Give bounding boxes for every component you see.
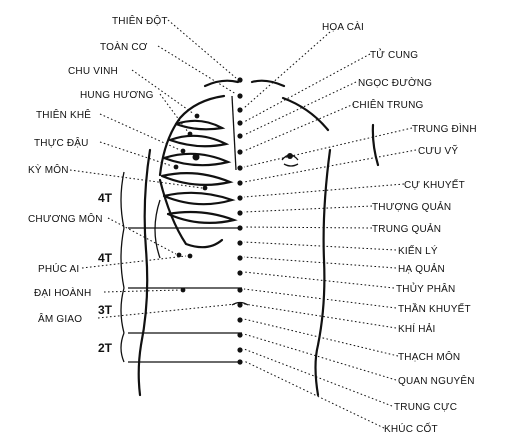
measure-4t-upper: 4T: [98, 191, 113, 205]
point-dai-hoanh: [180, 287, 186, 293]
point-cuu-vy: [237, 180, 243, 186]
point-quan-nguyen: [237, 332, 243, 338]
point-thuc-dau: [173, 164, 179, 170]
label-am-giao: ÂM GIAO: [38, 312, 82, 325]
point-thach-mon: [237, 317, 243, 323]
point-hung-huong: [187, 131, 193, 137]
point-hoa-cai: [237, 107, 243, 113]
measure-marks: 4T 4T 3T 2T: [98, 191, 113, 355]
torso-outline: [137, 79, 380, 397]
point-chu-vinh: [194, 113, 200, 119]
label-chuong-mon: CHƯƠNG MÔN: [28, 212, 103, 225]
label-toan-co: TOÀN CƠ: [100, 40, 148, 53]
measure-2t: 2T: [98, 341, 113, 355]
point-chuong-mon: [176, 252, 182, 258]
label-hung-huong: HUNG HƯƠNG: [80, 90, 154, 101]
point-thuy-phan: [237, 270, 243, 276]
label-ha-quan: HẠ QUẢN: [398, 262, 445, 275]
point-ky-mon: [202, 185, 208, 191]
label-hoa-cai: HỌA CÀI: [322, 20, 364, 33]
label-tu-cung: TỬ CUNG: [370, 48, 418, 61]
label-thach-mon: THẠCH MÔN: [398, 350, 460, 363]
point-trung-quan: [237, 225, 243, 231]
point-ngoc-duong: [237, 133, 243, 139]
point-phuc-ai: [187, 253, 193, 259]
left-label-group: THIÊN ĐỘT TOÀN CƠ CHU VINH HUNG HƯƠNG TH…: [28, 14, 168, 325]
rib-cage: [154, 94, 299, 259]
label-trung-cuc: TRUNG CỰC: [394, 402, 457, 413]
label-thuc-dau: THỰC ĐẬU: [34, 136, 89, 149]
label-ngoc-duong: NGỌC ĐƯỜNG: [358, 76, 432, 89]
point-thien-dot: [237, 77, 243, 83]
label-quan-nguyen: QUAN NGUYÊN: [398, 374, 475, 387]
point-than-khuyet: [237, 287, 243, 293]
label-ky-mon: KỲ MÔN: [28, 163, 69, 176]
measure-lines: [120, 171, 242, 363]
point-cu-khuyet: [237, 195, 243, 201]
point-tu-cung: [237, 120, 243, 126]
point-khi-hai: [237, 302, 243, 308]
point-toan-co: [237, 93, 243, 99]
measure-4t-lower: 4T: [98, 251, 113, 265]
point-thien-khe: [180, 148, 186, 154]
label-thien-khe: THIÊN KHÊ: [36, 108, 91, 121]
label-thien-dot: THIÊN ĐỘT: [112, 14, 168, 27]
left-leaders: [69, 19, 237, 319]
label-than-khuyet: THẦN KHUYẾT: [398, 302, 471, 315]
point-trung-cuc: [237, 347, 243, 353]
point-thuong-quan: [237, 210, 243, 216]
label-chien-trung: CHIÊN TRUNG: [352, 98, 423, 111]
label-cuu-vy: CƯU VỸ: [418, 144, 458, 157]
point-trung-dinh: [237, 165, 243, 171]
measure-3t: 3T: [98, 303, 113, 317]
point-ha-quan: [237, 255, 243, 261]
label-trung-dinh: TRUNG ĐÌNH: [412, 122, 477, 135]
label-trung-quan: TRUNG QUẢN: [372, 222, 441, 235]
point-khuc-cot: [237, 359, 243, 365]
point-chien-trung: [237, 149, 243, 155]
label-thuong-quan: THƯỢNG QUẢN: [372, 200, 451, 213]
label-phuc-ai: PHÚC AI: [38, 262, 79, 275]
right-leaders: [243, 31, 417, 429]
right-label-group: HỌA CÀI TỬ CUNG NGỌC ĐƯỜNG CHIÊN TRUNG T…: [322, 20, 477, 435]
label-cu-khuyet: CỰ KHUYẾT: [404, 178, 465, 191]
label-dai-hoanh: ĐẠI HOÀNH: [34, 286, 91, 299]
label-khi-hai: KHÍ HẢI: [398, 322, 436, 335]
point-kien-ly: [237, 240, 243, 246]
label-khuc-cot: KHÚC CỐT: [384, 421, 438, 435]
label-chu-vinh: CHU VINH: [68, 66, 118, 77]
midline-points: [173, 77, 243, 365]
label-thuy-phan: THỦY PHÂN: [396, 282, 455, 295]
label-kien-ly: KIẾN LÝ: [398, 244, 438, 257]
